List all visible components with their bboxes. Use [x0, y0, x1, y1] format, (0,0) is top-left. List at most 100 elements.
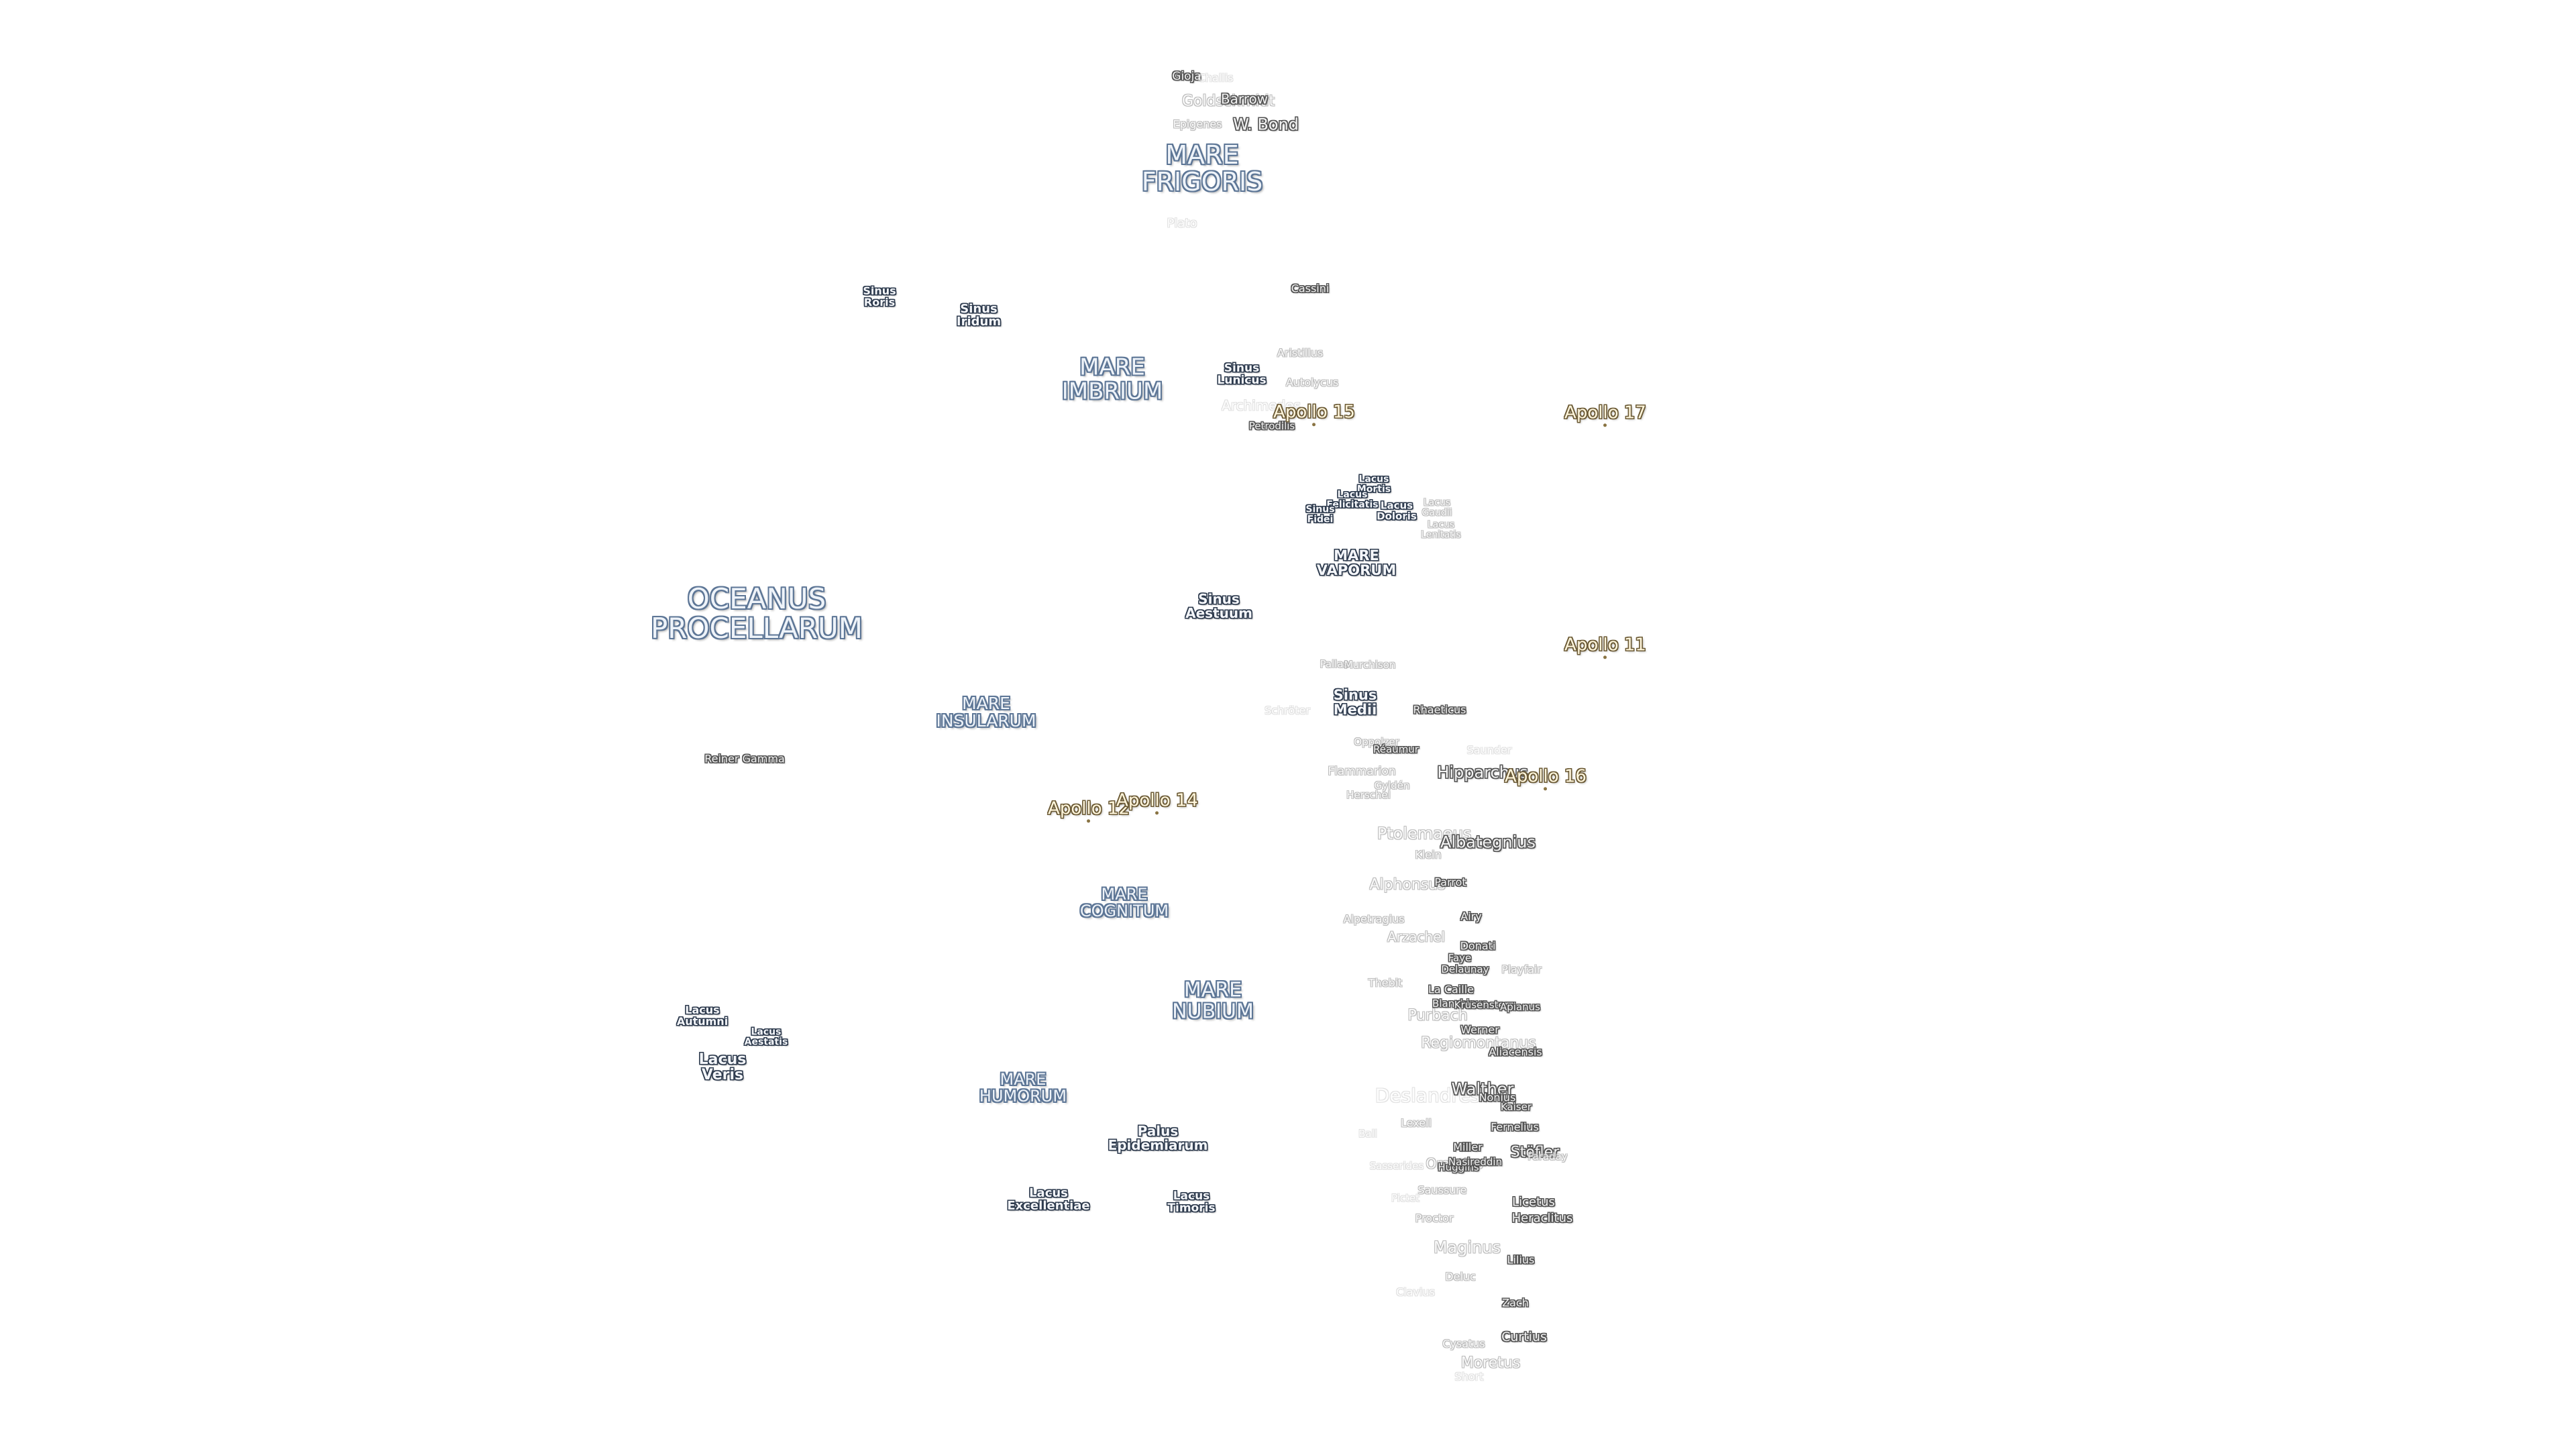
- purbach-crater-label: Purbach: [1407, 1008, 1467, 1023]
- apollo-14-text: Apollo 14: [1116, 790, 1198, 811]
- pictet-crater-label: Pictet: [1391, 1193, 1419, 1204]
- albategnius-text: Albategnius: [1440, 833, 1536, 852]
- murchison-crater-label: Murchison: [1344, 659, 1396, 672]
- sinus-iridum-text: Iridum: [956, 315, 1002, 329]
- orontius-crater-label: Orontius: [1426, 1157, 1483, 1171]
- proctor-text: Proctor: [1415, 1212, 1454, 1225]
- cysatus-text: Cysatus: [1442, 1337, 1485, 1350]
- mare-insularum-text: MARE: [962, 693, 1010, 713]
- alpetragius-crater-label: Alpetragius: [1343, 914, 1404, 926]
- faye-text: Faye: [1448, 952, 1472, 965]
- w-bond-text: W. Bond: [1233, 115, 1299, 134]
- regiomontanus-crater-label: Regiomontanus: [1421, 1035, 1536, 1051]
- albategnius-crater-label: Albategnius: [1440, 834, 1536, 851]
- petrodilis-text: Petrodilis: [1248, 420, 1295, 433]
- saunder-text: Saunder: [1466, 743, 1512, 757]
- mare-humorum-text: HUMORUM: [979, 1087, 1067, 1106]
- cysatus-crater-label: Cysatus: [1442, 1337, 1485, 1350]
- autolycus-text: Autolycus: [1285, 376, 1339, 389]
- purbach-text: Purbach: [1407, 1007, 1468, 1024]
- kaiser-crater-label: Kaiser: [1501, 1102, 1532, 1113]
- challis-text: Challis: [1197, 71, 1234, 85]
- heraclitus-crater-label: Heraclitus: [1511, 1211, 1573, 1226]
- la-caille-text: La Caille: [1428, 983, 1474, 996]
- sinus-lunicus-text: Sinus: [1224, 362, 1260, 376]
- lacus-aestatis-text: Lacus: [751, 1026, 782, 1038]
- klein-crater-label: Klein: [1415, 848, 1442, 861]
- sinus-fidei-text: Fidei: [1307, 514, 1334, 525]
- sasserides-text: Sasserides: [1369, 1160, 1424, 1173]
- rhaeticus-text: Rhaeticus: [1413, 703, 1466, 716]
- deslandres-text: Deslandres: [1375, 1084, 1481, 1107]
- mare-imbrium-text: MARE: [1079, 354, 1145, 381]
- airy-crater-label: Airy: [1460, 911, 1481, 923]
- rhaeticus-crater-label: Rhaeticus: [1413, 703, 1466, 716]
- nasireddin-crater-label: Nasireddin: [1448, 1157, 1502, 1168]
- stofler-crater-label: Stöfler: [1511, 1144, 1560, 1160]
- delaunay-crater-label: Delaunay: [1441, 963, 1489, 976]
- mare-imbrium-text: IMBRIUM: [1061, 378, 1163, 405]
- faraday-crater-label: Faraday: [1527, 1150, 1568, 1163]
- mare-nubium-text: NUBIUM: [1172, 1000, 1254, 1023]
- flammarion-text: Flammarion: [1328, 765, 1396, 779]
- lacus-mortis-text: Mortis: [1356, 484, 1391, 494]
- sinus-roris-text: Roris: [863, 296, 896, 309]
- lacus-timoris-text: Timoris: [1167, 1201, 1216, 1215]
- curtius-text: Curtius: [1501, 1330, 1547, 1345]
- mare-cognitum-text: COGNITUM: [1079, 902, 1169, 920]
- apianus-crater-label: Apianus: [1500, 1002, 1540, 1013]
- lacus-autumni-text: Lacus: [685, 1004, 720, 1017]
- miller-text: Miller: [1453, 1140, 1483, 1154]
- sinus-medii-text: Medii: [1333, 702, 1377, 718]
- faraday-text: Faraday: [1527, 1150, 1568, 1163]
- apollo-15-text: Apollo 15: [1273, 402, 1355, 423]
- krusenstern-text: Krusenstern: [1454, 999, 1515, 1012]
- apollo-11-apollo-landing-site: Apollo 11: [1564, 636, 1646, 660]
- apollo-17-text: Apollo 17: [1564, 402, 1646, 423]
- lacus-gaudii-text: Gaudii: [1421, 507, 1452, 518]
- playfair-text: Playfair: [1501, 963, 1542, 976]
- pictet-text: Pictet: [1391, 1192, 1420, 1205]
- huggins-crater-label: Huggins: [1438, 1162, 1479, 1173]
- moretus-crater-label: Moretus: [1461, 1355, 1521, 1371]
- sinus-roris-text: Sinus: [863, 284, 896, 298]
- klein-text: Klein: [1415, 848, 1442, 861]
- murchison-text: Murchison: [1344, 659, 1396, 672]
- apollo-16-text: Apollo 16: [1505, 766, 1587, 787]
- archimedes-text: Archimedes: [1222, 397, 1301, 414]
- lilius-text: Lilius: [1507, 1253, 1535, 1267]
- gioja-crater-label: Gioja: [1172, 70, 1201, 83]
- lacus-lenitatis-text: Lenitatis: [1421, 529, 1461, 540]
- alpetragius-text: Alpetragius: [1343, 912, 1405, 926]
- palus-epidemiarum-text: Epidemiarum: [1108, 1137, 1208, 1153]
- barrow-crater-label: Barrow: [1221, 92, 1268, 107]
- arzachel-crater-label: Arzachel: [1387, 930, 1445, 945]
- mare-vaporum-text: VAPORUM: [1316, 562, 1397, 578]
- mare-vaporum-text: MARE: [1334, 547, 1379, 564]
- saussure-crater-label: Saussure: [1418, 1185, 1467, 1197]
- lacus-gaudii-text: Lacus: [1423, 497, 1451, 508]
- playfair-crater-label: Playfair: [1501, 963, 1542, 976]
- walther-crater-label: Walther: [1452, 1081, 1514, 1097]
- heraclitus-text: Heraclitus: [1511, 1211, 1573, 1226]
- la-caille-crater-label: La Caille: [1428, 983, 1474, 996]
- alphonsus-text: Alphonsus: [1369, 876, 1446, 894]
- zach-text: Zach: [1502, 1296, 1529, 1309]
- fernelius-crater-label: Fernelius: [1491, 1122, 1539, 1134]
- delaunay-text: Delaunay: [1441, 963, 1489, 976]
- cassini-text: Cassini: [1291, 282, 1330, 295]
- sinus-medii-text: Sinus: [1333, 686, 1377, 703]
- lacus-excellentiae-text: Excellentiae: [1007, 1199, 1090, 1213]
